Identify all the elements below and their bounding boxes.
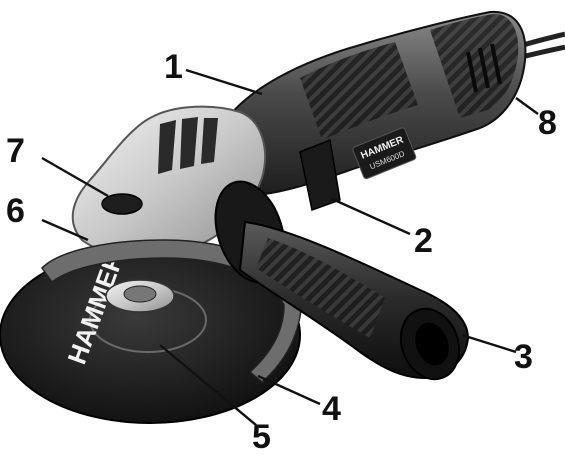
leader-line-7 <box>41 156 109 198</box>
leader-lines <box>41 68 539 426</box>
leader-line-8 <box>515 97 539 115</box>
spindle-lock-button <box>101 193 143 215</box>
side-handle-end-hole <box>415 322 449 366</box>
leader-line-6 <box>41 218 89 242</box>
callout-1: 1 <box>164 48 183 86</box>
leader-line-1 <box>185 68 263 96</box>
ventilation-slots <box>466 43 502 93</box>
leader-line-3 <box>461 333 517 354</box>
housing-grip-texture <box>300 42 418 140</box>
callout-7: 7 <box>6 132 25 170</box>
callout-4: 4 <box>322 390 341 428</box>
protective-guard <box>41 239 303 383</box>
side-handle-grip <box>256 238 385 338</box>
leader-line-4 <box>257 374 321 406</box>
callout-8: 8 <box>538 104 557 142</box>
callout-2: 2 <box>414 222 433 260</box>
callout-6: 6 <box>6 192 25 230</box>
housing-rear-grip <box>430 14 519 118</box>
power-switch <box>299 138 341 211</box>
callout-3: 3 <box>514 338 533 376</box>
callout-labels: 1 2 3 4 5 6 7 8 <box>6 48 557 455</box>
leader-line-2 <box>329 196 411 236</box>
clamp-nut <box>123 285 157 303</box>
leader-line-5 <box>159 344 257 426</box>
callout-5: 5 <box>252 418 271 455</box>
head-vent-slots <box>158 117 218 174</box>
